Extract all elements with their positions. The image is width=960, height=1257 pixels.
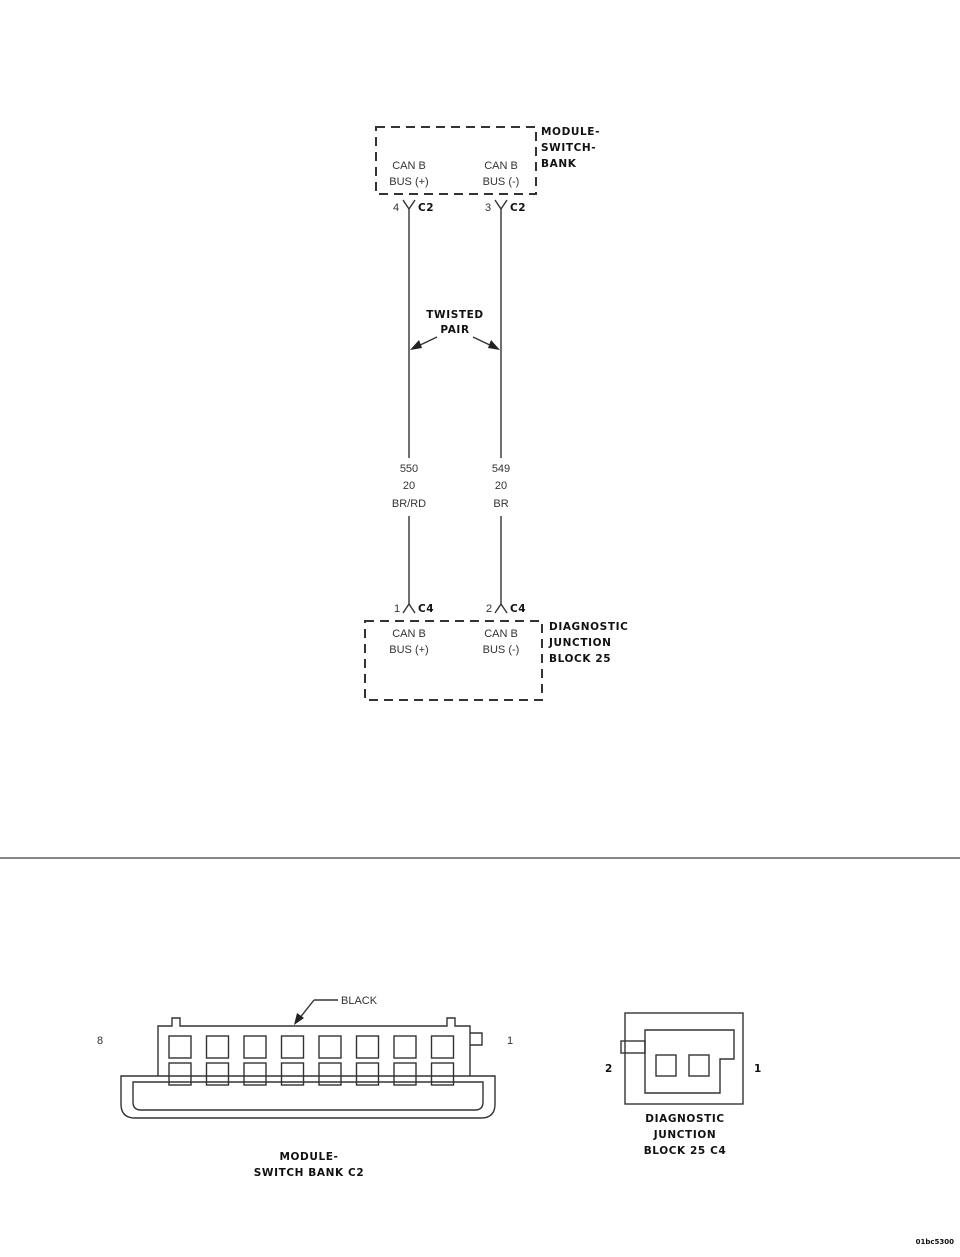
figure-id: 01bc5300 [916, 1238, 955, 1246]
c2-cavity [280, 1035, 305, 1059]
wire-minus-circuit: 549 [492, 463, 510, 475]
c2-cavity [243, 1062, 267, 1086]
c4-right-pin-number: 2 [486, 603, 492, 615]
c4-cavity-2 [655, 1054, 677, 1077]
wire-minus-color: BR [493, 498, 508, 510]
module-pin-minus-line-2: BUS (-) [483, 176, 520, 188]
c2-left-connector: 4 C2 [393, 199, 434, 214]
wire-plus-color: BR/RD [392, 498, 426, 510]
module-title-line-2: SWITCH- [541, 142, 596, 154]
c2-cavity [393, 1035, 417, 1059]
c4-right-connector: 2 C4 [486, 602, 526, 615]
c2-cavity [168, 1035, 192, 1059]
module-pin-minus-line-1: CAN B [484, 160, 518, 172]
c2-right-pin-number: 3 [485, 202, 491, 214]
c2-cavity [430, 1062, 455, 1086]
twisted-pair-right-arrow [472, 336, 500, 350]
c2-pin-right-label: 1 [507, 1035, 513, 1047]
c2-caption-line-1: MODULE- [279, 1151, 338, 1163]
c2-cavity [355, 1062, 380, 1086]
c2-cavity [243, 1035, 267, 1059]
module-switch-bank-c2-connector-view: BLACK 8 1 MODULE- SWITCH BANK C2 [97, 995, 513, 1179]
c2-color-arrowhead [294, 1013, 304, 1025]
twisted-pair-left-arrow [410, 336, 438, 350]
c2-cavity [205, 1035, 230, 1059]
junction-pin-plus-line-2: BUS (+) [389, 644, 428, 656]
junction-pin-minus-line-2: BUS (-) [483, 644, 520, 656]
c2-cavity [318, 1062, 342, 1086]
junction-title-line-3: BLOCK 25 [549, 653, 611, 665]
wire-plus-circuit: 550 [400, 463, 418, 475]
c4-left-connector: 1 C4 [394, 602, 434, 615]
junction-block-c4-connector-view: 2 1 DIAGNOSTIC JUNCTION BLOCK 25 C4 [605, 1012, 762, 1157]
module-pin-plus-line-1: CAN B [392, 160, 426, 172]
c2-caption-line-2: SWITCH BANK C2 [254, 1167, 364, 1179]
c2-right-connector: 3 C2 [485, 199, 526, 214]
c4-caption-line-1: DIAGNOSTIC [645, 1113, 724, 1125]
c2-pin-left-label: 8 [97, 1035, 103, 1047]
module-title-line-3: BANK [541, 158, 577, 170]
junction-block-outline [364, 620, 543, 701]
c4-left-name: C4 [418, 603, 434, 615]
module-pin-plus-line-2: BUS (+) [389, 176, 428, 188]
c2-cavity [168, 1062, 192, 1086]
c2-color-label: BLACK [341, 995, 378, 1007]
c4-cavity-1 [688, 1054, 710, 1077]
twisted-pair-line-2: PAIR [440, 324, 469, 336]
c2-left-pin-number: 4 [393, 202, 399, 214]
module-title-line-1: MODULE- [541, 126, 600, 138]
c2-cavity [393, 1062, 417, 1086]
c4-caption-line-2: JUNCTION [653, 1129, 717, 1141]
c4-caption-line-3: BLOCK 25 C4 [644, 1145, 727, 1157]
c4-latch [620, 1040, 646, 1054]
c2-cavity [355, 1035, 380, 1059]
wire-plus-gauge: 20 [403, 480, 415, 492]
junction-title-line-2: JUNCTION [548, 637, 612, 649]
junction-pin-plus-line-1: CAN B [392, 628, 426, 640]
junction-pin-minus-line-1: CAN B [484, 628, 518, 640]
c2-cavity-grid [168, 1035, 455, 1086]
c2-cavity [280, 1062, 305, 1086]
twisted-pair-line-1: TWISTED [426, 309, 483, 321]
wire-minus-gauge: 20 [495, 480, 507, 492]
module-switch-bank-outline [375, 126, 537, 195]
c2-cavity [205, 1062, 230, 1086]
c4-pin-right-label: 1 [754, 1063, 762, 1075]
c2-cavity [318, 1035, 342, 1059]
c2-left-name: C2 [418, 202, 434, 214]
c4-right-name: C4 [510, 603, 526, 615]
c2-cavity [430, 1035, 455, 1059]
junction-title-line-1: DIAGNOSTIC [549, 621, 628, 633]
c4-pin-left-label: 2 [605, 1063, 613, 1075]
c4-left-pin-number: 1 [394, 603, 400, 615]
c2-right-name: C2 [510, 202, 526, 214]
